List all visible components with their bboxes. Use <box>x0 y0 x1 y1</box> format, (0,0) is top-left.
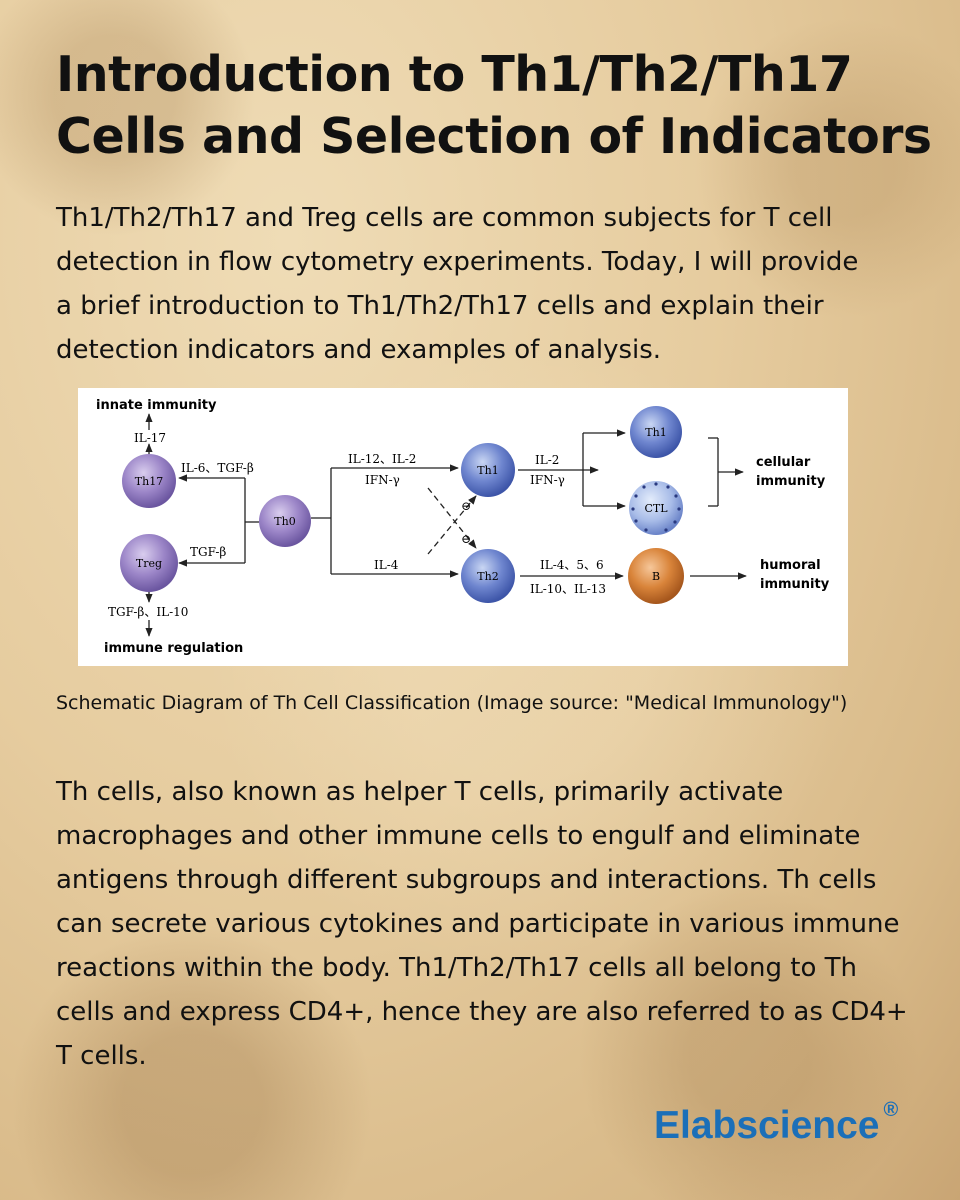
label-il17: IL-17 <box>134 431 166 445</box>
th0-cell <box>259 495 311 547</box>
page-title: Introduction to Th1/Th2/Th17 Cells and S… <box>56 44 936 168</box>
label-immune-regulation: immune regulation <box>104 641 243 656</box>
label-cellular: cellular <box>756 455 811 470</box>
label-humoral-immunity: immunity <box>760 577 830 592</box>
label-il2: IL-2 <box>535 453 559 467</box>
th-cell-diagram: innate immunity IL-17 Th17 IL-6、TGF-β Tr… <box>78 388 848 666</box>
ctl-granules <box>631 482 681 532</box>
intro-line-4: detection indicators and examples of ana… <box>56 335 662 365</box>
label-humoral: humoral <box>760 558 821 573</box>
label-innate-immunity: innate immunity <box>96 398 217 413</box>
inhibit-symbol-top: ⊖ <box>461 499 471 513</box>
body-line-3: antigens through different subgroups and… <box>56 865 877 895</box>
label-ctl: CTL <box>644 502 668 515</box>
treg-cell <box>120 534 178 592</box>
intro-paragraph: Th1/Th2/Th17 and Treg cells are common s… <box>56 196 916 372</box>
b-cell <box>628 548 684 604</box>
label-il6-tgfb: IL-6、TGF-β <box>181 461 254 475</box>
elabscience-logo: Elabscience® <box>654 1099 898 1148</box>
intro-line-2: detection in flow cytometry experiments.… <box>56 247 859 277</box>
label-th1: Th1 <box>477 464 498 477</box>
label-tgfb-il10: TGF-β、IL-10 <box>108 605 188 619</box>
th17-cell <box>122 454 176 508</box>
label-tgfb: TGF-β <box>190 545 226 559</box>
body-line-4: can secrete various cytokines and partic… <box>56 909 900 939</box>
label-il4: IL-4 <box>374 558 399 572</box>
ctl-cell <box>629 481 683 535</box>
th1-effector-cell <box>630 406 682 458</box>
figure-caption: Schematic Diagram of Th Cell Classificat… <box>56 692 848 714</box>
label-th1-effector: Th1 <box>645 426 666 439</box>
label-il4-5-6: IL-4、5、6 <box>540 558 604 572</box>
body-paragraph: Th cells, also known as helper T cells, … <box>56 770 936 1078</box>
intro-line-3: a brief introduction to Th1/Th2/Th17 cel… <box>56 291 824 321</box>
label-ifng-1: IFN-γ <box>365 473 400 487</box>
th2-cell <box>461 549 515 603</box>
label-th2: Th2 <box>477 570 498 583</box>
label-cellular-immunity: immunity <box>756 474 826 489</box>
label-th0: Th0 <box>274 515 295 528</box>
label-b: B <box>652 570 660 583</box>
body-line-6: cells and express CD4+, hence they are a… <box>56 997 908 1027</box>
brand-name: Elabscience <box>654 1104 880 1147</box>
title-line-1: Introduction to Th1/Th2/Th17 <box>56 46 853 103</box>
label-il10-il13: IL-10、IL-13 <box>530 582 606 596</box>
th1-cell <box>461 443 515 497</box>
arrow-inhibit-th1 <box>427 495 477 555</box>
label-th17: Th17 <box>135 475 163 488</box>
diagram-svg: innate immunity IL-17 Th17 IL-6、TGF-β Tr… <box>96 398 830 656</box>
label-ifng-2: IFN-γ <box>530 473 565 487</box>
diagram-connectors <box>145 413 747 637</box>
body-line-1: Th cells, also known as helper T cells, … <box>56 777 784 807</box>
inhibit-symbol-bottom: ⊖ <box>461 532 471 546</box>
label-treg: Treg <box>136 557 162 570</box>
intro-line-1: Th1/Th2/Th17 and Treg cells are common s… <box>56 203 833 233</box>
label-il12-il2: IL-12、IL-2 <box>348 452 416 466</box>
registered-mark: ® <box>883 1099 899 1121</box>
arrow-inhibit-th2 <box>427 487 477 549</box>
body-line-2: macrophages and other immune cells to en… <box>56 821 861 851</box>
body-line-5: reactions within the body. Th1/Th2/Th17 … <box>56 953 857 983</box>
body-line-7: T cells. <box>56 1041 147 1071</box>
title-line-2: Cells and Selection of Indicators <box>56 108 932 165</box>
